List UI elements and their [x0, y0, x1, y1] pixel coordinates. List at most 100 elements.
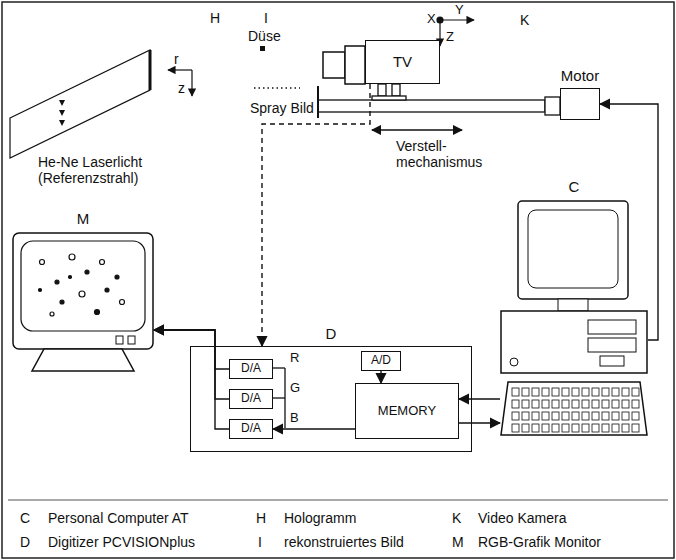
personal-computer-outline	[500, 200, 648, 436]
personal-computer-outline	[522, 412, 529, 420]
rgb-monitor-outline	[69, 254, 75, 260]
personal-computer-outline	[562, 400, 569, 408]
personal-computer: C	[500, 200, 648, 436]
personal-computer-outline	[552, 424, 559, 432]
personal-computer-outline	[592, 412, 599, 420]
legend-text: rekonstruiertes Bild	[284, 534, 404, 550]
signal-connector	[154, 330, 229, 399]
personal-computer-outline	[632, 424, 639, 432]
personal-computer-outline	[512, 412, 519, 420]
converter-box: A/D	[361, 351, 401, 371]
camera-mount	[372, 96, 406, 100]
hologram-plate	[59, 100, 65, 106]
legend-letter: C	[20, 510, 30, 526]
signal-connector	[459, 398, 500, 399]
personal-computer-outline	[622, 424, 629, 432]
nozzle-label: Düse	[248, 28, 281, 44]
camera-axes	[437, 17, 474, 46]
part-letter: Motor	[561, 67, 599, 84]
image-label: Spray Bild	[250, 100, 314, 116]
axis-label: Y	[455, 3, 464, 18]
personal-computer-outline	[592, 400, 599, 408]
legend-text: Personal Computer AT	[48, 510, 189, 526]
signal-connector	[459, 422, 500, 423]
rgb-monitor-outline	[40, 260, 45, 265]
personal-computer-outline	[612, 400, 619, 408]
personal-computer-outline	[522, 424, 529, 432]
personal-computer-outline	[588, 338, 636, 352]
part-letter: M	[77, 210, 90, 227]
personal-computer-outline	[572, 424, 579, 432]
camera-mount	[372, 84, 406, 100]
legend-letter: I	[258, 534, 262, 550]
signal-name: B	[290, 411, 299, 426]
nozzle-dot	[260, 46, 265, 51]
personal-computer-outline	[510, 358, 518, 366]
rgb-monitor-outline	[55, 280, 59, 284]
legend-letter: H	[256, 510, 266, 526]
personal-computer-outline	[582, 412, 589, 420]
box-text: A/D	[371, 354, 391, 368]
hologram-plate	[149, 50, 152, 90]
personal-computer-outline	[602, 400, 609, 408]
legend-text: RGB-Grafik Monitor	[478, 534, 601, 550]
box-text: MEMORY	[378, 404, 436, 419]
legend-letter: D	[20, 534, 30, 550]
personal-computer-outline	[522, 388, 529, 396]
rail	[318, 86, 545, 118]
camera-mount	[392, 84, 400, 96]
legend-rule	[8, 500, 668, 501]
personal-computer-outline	[501, 382, 647, 435]
rgb-monitor-outline	[69, 276, 72, 279]
camera-lens	[323, 46, 365, 84]
box-text: D/A	[241, 422, 261, 436]
personal-computer-outline	[562, 424, 569, 432]
part-letter: D	[326, 325, 337, 342]
part-letter: H	[210, 10, 220, 26]
legend-text: Digitizer PCVISIONplus	[48, 534, 195, 550]
camera-body: TV	[365, 40, 440, 84]
personal-computer-outline	[632, 412, 639, 420]
rgb-monitor-outline	[105, 288, 109, 292]
personal-computer-outline	[592, 388, 599, 396]
rail	[317, 86, 319, 118]
rgb-monitor-outline	[60, 300, 64, 304]
personal-computer-outline	[558, 299, 588, 311]
personal-computer-outline	[542, 388, 549, 396]
personal-computer-outline	[532, 400, 539, 408]
personal-computer-outline	[552, 412, 559, 420]
personal-computer-outline	[612, 388, 619, 396]
rgb-monitor: M	[12, 232, 154, 372]
rgb-monitor-outline	[13, 233, 153, 349]
legend-text: Hologramm	[284, 510, 356, 526]
part-letter: K	[520, 12, 529, 28]
image-axes	[191, 70, 192, 96]
personal-computer-outline	[632, 400, 639, 408]
personal-computer-outline	[532, 424, 539, 432]
converter-box: D/A	[229, 359, 273, 379]
personal-computer-outline	[562, 388, 569, 396]
mechanism-label: Verstell- mechanismus	[396, 138, 496, 170]
rgb-monitor-outline	[50, 312, 54, 316]
signal-connector	[273, 428, 355, 429]
signal-connector	[154, 330, 229, 429]
hologram-plate	[10, 50, 150, 158]
rail	[318, 100, 545, 112]
rgb-bracket	[272, 397, 285, 398]
converter-box: D/A	[229, 419, 273, 439]
personal-computer-outline	[512, 424, 519, 432]
rgb-monitor-outline	[115, 275, 119, 279]
legend-letter: K	[452, 510, 461, 526]
rgb-monitor-outline	[39, 289, 42, 292]
legend-letter: M	[452, 534, 464, 550]
personal-computer-outline	[622, 412, 629, 420]
personal-computer-outline	[632, 388, 639, 396]
rgb-monitor-outline	[95, 310, 100, 315]
personal-computer-outline	[602, 388, 609, 396]
personal-computer-outline	[542, 424, 549, 432]
rgb-bracket	[284, 368, 285, 428]
rgb-monitor-outline	[120, 300, 125, 305]
rgb-monitor-outline	[32, 349, 134, 371]
